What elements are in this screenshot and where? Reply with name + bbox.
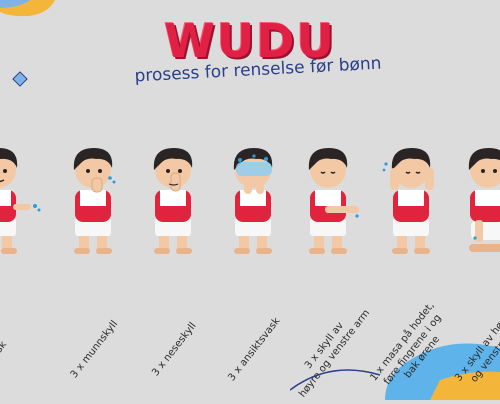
boy-figure xyxy=(73,148,116,254)
boy-figure xyxy=(308,148,359,254)
step-nose-rinse: 3 x neseskyll xyxy=(130,140,220,400)
step-caption: 3 x neseskyll xyxy=(150,320,199,379)
step-hand-wash: ask xyxy=(0,140,45,400)
boy-figure xyxy=(468,148,500,252)
page-title: WUDU xyxy=(164,14,336,68)
diamond-decoration xyxy=(12,71,28,91)
step-mouth-rinse: 3 x munnskyll xyxy=(50,140,140,400)
top-left-decoration xyxy=(0,0,60,34)
boy-figure xyxy=(382,148,434,254)
boy-figure xyxy=(0,148,41,254)
step-caption: ask xyxy=(0,339,10,360)
step-face-wash: 3 x ansiktsvask xyxy=(210,140,300,400)
step-caption: 3 x munnskyll xyxy=(68,318,121,381)
boy-figure xyxy=(153,148,193,254)
bottom-right-decoration xyxy=(289,330,500,404)
step-caption: 3 x ansiktsvask xyxy=(226,315,283,384)
boy-figure xyxy=(233,148,273,254)
